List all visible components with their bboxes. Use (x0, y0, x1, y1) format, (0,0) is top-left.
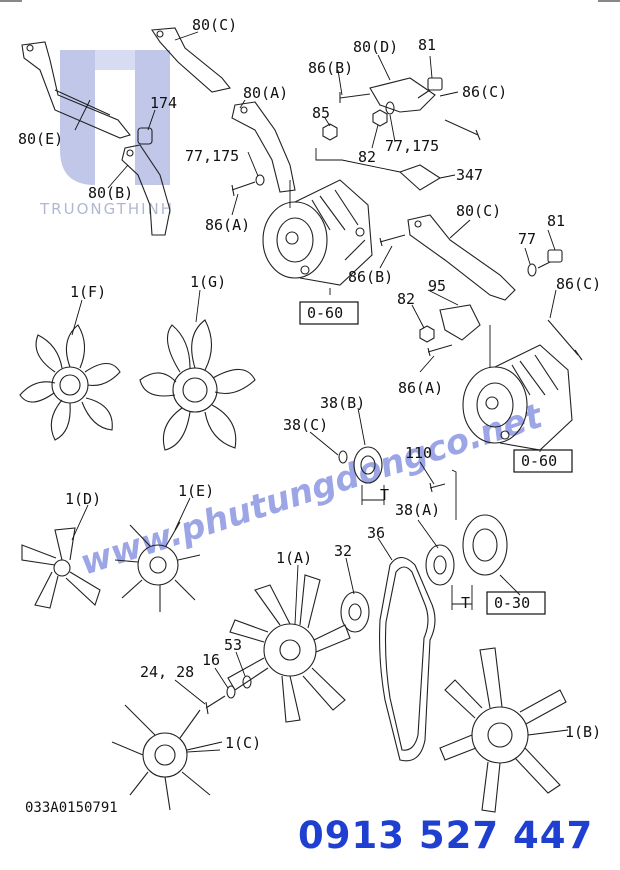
pulley-38A (425, 544, 455, 586)
label-T-lower: T (461, 594, 470, 612)
label-36: 36 (367, 524, 385, 542)
washer-77-175-right (385, 101, 395, 115)
ref-box-pulley: 0-30 (486, 591, 546, 615)
label-174: 174 (150, 94, 177, 112)
nut-82-top (372, 109, 388, 127)
bolt-81-mid (537, 249, 563, 269)
label-1D: 1(D) (65, 490, 101, 508)
ref-box-alt-upper-text: 0-60 (307, 304, 343, 322)
fan-1G (139, 319, 256, 451)
brand-watermark-text: TRUONGTHINH (39, 200, 174, 218)
phone-number: 0913 527 447 (298, 814, 593, 857)
pulley-0-30 (462, 514, 508, 576)
label-82-mid: 82 (397, 290, 415, 308)
fan-coupling-38B (353, 446, 383, 484)
label-1C: 1(C) (225, 734, 261, 752)
alternator-upper (262, 179, 373, 286)
v-belt-36 (379, 556, 436, 762)
label-77: 77 (518, 230, 536, 248)
washer-77-175-left (255, 174, 265, 186)
bracket-80C-top (151, 27, 231, 93)
label-80E: 80(E) (18, 130, 63, 148)
leader-lines (71, 31, 569, 751)
label-38A: 38(A) (395, 501, 440, 519)
bolt-110 (429, 482, 446, 493)
label-1F: 1(F) (70, 283, 106, 301)
label-38B: 38(B) (320, 394, 365, 412)
bolt-24-28 (205, 695, 226, 715)
label-1B: 1(B) (565, 723, 601, 741)
label-24-28: 24, 28 (140, 663, 194, 681)
label-77-175-left: 77,175 (185, 147, 239, 165)
ring-38C (338, 450, 348, 464)
fan-1C (111, 704, 221, 811)
bolt-86A-top (231, 181, 256, 197)
fan-1D (21, 527, 101, 609)
bracket-80D (369, 77, 436, 113)
bracket-80C-mid (407, 214, 516, 301)
label-80C-top: 80(C) (192, 16, 237, 34)
alternator-lower (462, 344, 573, 451)
label-T-upper: T (380, 486, 389, 504)
label-95: 95 (428, 277, 446, 295)
bolt-81-top (417, 77, 443, 99)
label-81-mid: 81 (547, 212, 565, 230)
bolt-86C-mid (547, 319, 583, 361)
label-1A: 1(A) (276, 549, 312, 567)
label-85: 85 (312, 104, 330, 122)
washer-16 (226, 685, 236, 699)
label-86A-top: 86(A) (205, 216, 250, 234)
ref-box-alt-lower-text: 0-60 (521, 452, 557, 470)
bolt-86B-mid (379, 234, 406, 247)
label-86C-top: 86(C) (462, 83, 507, 101)
fan-1B (439, 647, 567, 813)
label-80B: 80(B) (88, 184, 133, 202)
bracket-80B (121, 144, 171, 236)
label-80A: 80(A) (243, 84, 288, 102)
bracket-95 (439, 304, 481, 341)
ref-box-alt-upper: 0-60 (299, 301, 359, 325)
label-110: 110 (405, 444, 432, 462)
label-80D: 80(D) (353, 38, 398, 56)
bolt-86A-mid (427, 344, 453, 357)
part-labels: 80(C) 80(E) 174 80(B) 80(A) 85 86(B) 80(… (18, 16, 601, 752)
clip-347 (398, 164, 442, 191)
bolt-86C-top (444, 119, 481, 141)
label-53: 53 (224, 636, 242, 654)
fan-1E (114, 521, 201, 612)
bolt-86B-top (339, 92, 371, 103)
label-80C-mid: 80(C) (456, 202, 501, 220)
label-1E: 1(E) (178, 482, 214, 500)
label-1G: 1(G) (190, 273, 226, 291)
label-86A-mid: 86(A) (398, 379, 443, 397)
spacer-174 (137, 127, 153, 145)
label-81-top: 81 (418, 36, 436, 54)
label-82-top: 82 (358, 148, 376, 166)
washer-77 (527, 263, 537, 277)
ref-box-pulley-text: 0-30 (494, 594, 530, 612)
label-77-175-right: 77,175 (385, 137, 439, 155)
washer-53 (242, 675, 252, 689)
nut-85 (322, 123, 338, 141)
label-86B-top: 86(B) (308, 59, 353, 77)
label-347: 347 (456, 166, 483, 184)
label-86B-mid: 86(B) (348, 268, 393, 286)
label-16: 16 (202, 651, 220, 669)
label-86C-mid: 86(C) (556, 275, 601, 293)
spacer-32 (340, 591, 370, 633)
label-32: 32 (334, 542, 352, 560)
diagram-code: 033A0150791 (25, 800, 118, 816)
label-38C: 38(C) (283, 416, 328, 434)
fan-1F (19, 324, 121, 441)
bracket-80A (231, 101, 296, 193)
fan-1A (227, 574, 351, 723)
ref-box-alt-lower: 0-60 (513, 449, 573, 473)
nut-82-mid (419, 325, 435, 343)
bracket-80E (21, 41, 131, 139)
